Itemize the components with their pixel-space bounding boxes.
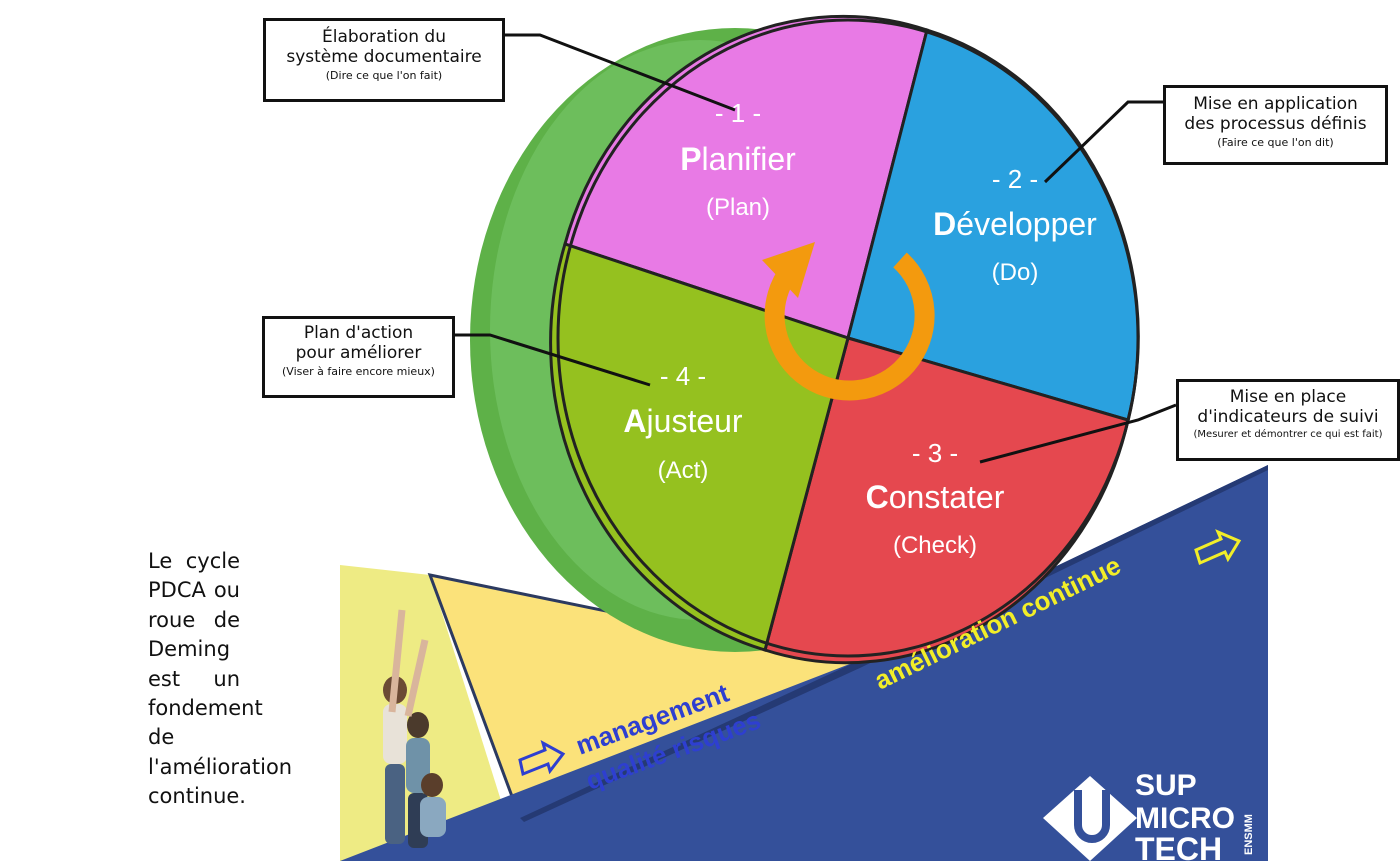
callout-act-line2: pour améliorer: [295, 343, 422, 364]
svg-text:SUP: SUP: [1135, 769, 1197, 802]
callout-plan-line1: Élaboration du: [321, 27, 446, 47]
callout-plan-line2: système documentaire: [286, 47, 482, 68]
quadrant-plan: [563, 14, 929, 340]
callout-do-note: (Faire ce que l'on dit): [1217, 135, 1334, 149]
do-number: - 2 -: [992, 164, 1038, 194]
callout-check: Mise en place d'indicateurs de suivi (Me…: [1176, 379, 1400, 461]
svg-text:MICRO: MICRO: [1135, 802, 1235, 835]
callout-do-line2: des processus définis: [1184, 114, 1367, 135]
act-english: (Act): [658, 457, 709, 484]
cycle-arrow-icon: [764, 252, 935, 401]
cycle-arrow-head-icon: [762, 242, 815, 298]
connector-check: [979, 403, 1177, 464]
act-title: Ajusteur: [623, 403, 743, 439]
check-english: (Check): [893, 532, 977, 559]
slope-blue: [340, 465, 1268, 861]
slope-top-edge: [520, 465, 1268, 822]
check-number: - 3 -: [912, 438, 958, 468]
plan-english: (Plan): [706, 194, 770, 221]
callout-act: Plan d'action pour améliorer (Viser à fa…: [262, 316, 455, 398]
callout-check-line1: Mise en place: [1229, 387, 1347, 407]
intro-paragraph: Le cycle PDCA ou roue de Deming est un f…: [148, 549, 293, 809]
plan-number: - 1 -: [715, 98, 761, 128]
do-english: (Do): [992, 259, 1039, 286]
connector-act: [455, 333, 651, 387]
do-title: Développer: [933, 206, 1097, 242]
callout-check-line2: d'indicateurs de suivi: [1197, 407, 1379, 428]
connector-do: [1043, 100, 1163, 184]
callout-do-line1: Mise en application: [1193, 94, 1358, 114]
supmicrotech-logo: SUP MICRO TECH ENSMM: [1043, 769, 1255, 861]
svg-text:ENSMM: ENSMM: [1243, 814, 1255, 855]
callout-plan: Élaboration du système documentaire (Dir…: [263, 18, 505, 102]
slope-arrow-icon: [1194, 529, 1242, 566]
people-pushing: [383, 609, 446, 848]
check-title: Constater: [866, 479, 1005, 515]
callout-act-line1: Plan d'action: [303, 323, 414, 343]
callout-check-note: (Mesurer et démontrer ce qui est fait): [1193, 428, 1383, 440]
svg-text:TECH: TECH: [1135, 831, 1222, 861]
callout-act-note: (Viser à faire encore mieux): [282, 364, 435, 378]
wedge-arrow-icon: [518, 739, 566, 777]
act-number: - 4 -: [660, 361, 706, 391]
callout-do: Mise en application des processus défini…: [1163, 85, 1388, 165]
plan-title: Planifier: [680, 141, 796, 177]
wheel-face: [549, 14, 1140, 665]
callout-plan-note: (Dire ce que l'on fait): [325, 68, 443, 82]
wheel-outline: [556, 18, 1140, 658]
connector-plan: [505, 33, 736, 112]
